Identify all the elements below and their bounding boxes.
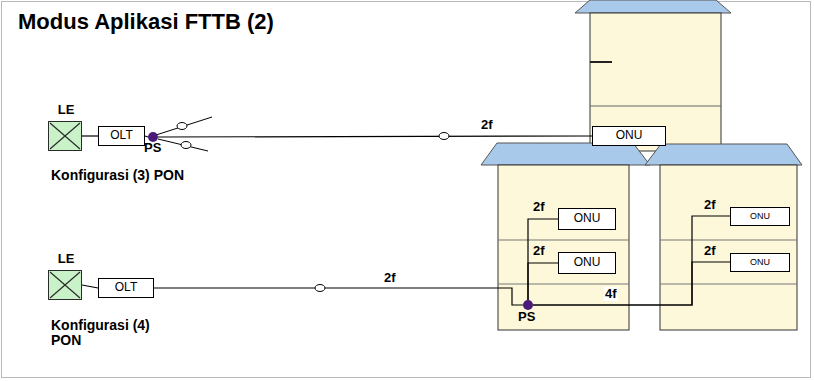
fiber-connector: [158, 136, 592, 137]
building-roof: [575, 0, 731, 13]
switch-cross: [49, 271, 81, 299]
exchange-label: LE: [58, 103, 75, 117]
diagram-title: Modus Aplikasi FTTB (2): [18, 10, 274, 34]
passive-splitter-dot: PS: [523, 300, 533, 310]
equipment-box: ONU: [558, 252, 616, 274]
equipment-box: OLT: [98, 278, 154, 298]
fiber-connector: [528, 219, 558, 300]
configuration-label: Konfigurasi (4) PON: [50, 318, 174, 349]
fiber-count: 2f: [383, 271, 397, 285]
fiber-count: 4f: [604, 287, 618, 301]
fiber-connector: [154, 288, 523, 305]
splitter-branch: [158, 139, 208, 151]
equipment-box: ONU: [592, 126, 666, 146]
fiber-mark: [439, 133, 449, 140]
fiber-mark: [181, 142, 191, 149]
equipment-box: OLT: [98, 126, 145, 146]
fiber-connector: [82, 135, 98, 136]
equipment-box: ONU: [558, 208, 616, 230]
fiber-count: 2f: [703, 244, 717, 258]
cross-line: [50, 123, 80, 149]
equipment-label: ONU: [750, 212, 770, 222]
fiber-count: 2f: [532, 244, 546, 258]
cross-line: [50, 272, 80, 298]
equipment-label: ONU: [574, 212, 601, 225]
configuration-label: Konfigurasi (3) PON: [50, 168, 252, 183]
floor-line: [660, 240, 797, 241]
fiber-count: 2f: [480, 118, 494, 132]
fiber-mark: [177, 123, 187, 130]
exchange-label: LE: [58, 252, 75, 266]
fiber-mark: [315, 285, 325, 292]
switch-cross: [49, 122, 81, 150]
floor-line: [590, 106, 721, 107]
building-roof: [645, 144, 802, 165]
building-body: [590, 13, 721, 151]
building-roof: [481, 143, 650, 165]
equipment-label: ONU: [616, 129, 643, 142]
cross-line: [50, 272, 80, 298]
fiber-count: 2f: [532, 200, 546, 214]
floor-line: [498, 240, 629, 241]
fiber-connector: [82, 285, 98, 288]
equipment-label: ONU: [574, 256, 601, 269]
splitter-branch: [156, 117, 212, 135]
equipment-label: ONU: [750, 258, 770, 268]
splitter-label: PS: [518, 310, 535, 324]
local-exchange-box: LE: [48, 121, 82, 151]
floor-line: [590, 61, 612, 63]
fiber-count: 2f: [703, 198, 717, 212]
equipment-label: OLT: [110, 129, 132, 142]
floor-line: [660, 284, 797, 285]
cross-line: [50, 123, 80, 149]
equipment-box: ONU: [730, 253, 790, 272]
equipment-box: ONU: [730, 207, 790, 226]
floor-line: [498, 284, 629, 285]
local-exchange-box: LE: [48, 270, 82, 300]
fiber-connector: [528, 263, 558, 300]
equipment-label: OLT: [115, 281, 137, 294]
splitter-label: PS: [144, 141, 161, 155]
passive-splitter-dot: PS: [148, 132, 158, 142]
